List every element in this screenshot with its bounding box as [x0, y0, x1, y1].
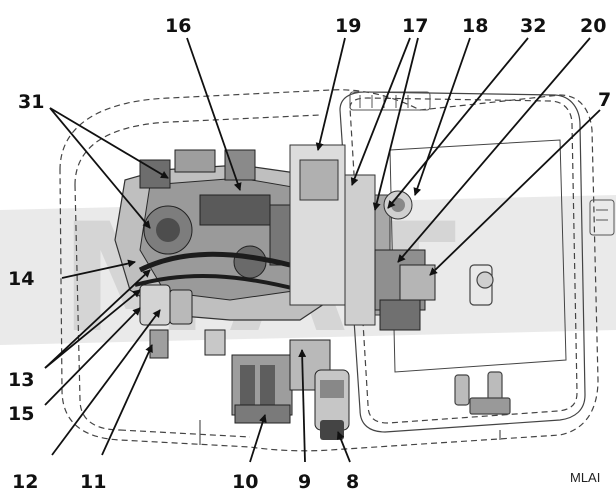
leader-14: [61, 259, 136, 279]
cooler-block: [289, 144, 413, 326]
leader-32: [387, 37, 529, 209]
reference-code: MLAI: [570, 470, 600, 485]
roof-vent: [349, 91, 431, 111]
callout-13: 13: [8, 369, 34, 391]
door-panel: [339, 91, 586, 433]
engine-assembly: [114, 149, 346, 321]
leader-17a: [350, 37, 411, 186]
callout-labels: 16 19 17 18 32 20 31 7 14 13 15 12 11 10…: [8, 15, 611, 493]
callout-17: 17: [402, 15, 428, 37]
leader-7: [429, 109, 601, 276]
leader-20: [397, 37, 591, 263]
callout-10: 10: [232, 471, 258, 493]
callout-15: 15: [8, 403, 34, 425]
leader-31a: [49, 107, 169, 179]
callout-18: 18: [462, 15, 488, 37]
leader-12: [51, 309, 161, 456]
leader-8: [336, 431, 351, 463]
callout-7: 7: [598, 89, 611, 111]
side-bracket: [589, 199, 615, 236]
leader-13a: [44, 269, 151, 369]
pump-assembly: [231, 339, 350, 440]
leader-11: [101, 344, 153, 456]
callout-31: 31: [18, 91, 44, 113]
leader-16: [186, 37, 242, 191]
callout-14: 14: [8, 268, 34, 290]
callout-16: 16: [165, 15, 191, 37]
filter-components: [139, 284, 226, 359]
callout-11: 11: [80, 471, 106, 493]
leader-17b: [372, 37, 419, 211]
leader-13b: [44, 289, 141, 369]
callout-12: 12: [12, 471, 38, 493]
leader-18: [413, 37, 471, 196]
leader-19: [315, 37, 346, 151]
callout-20: 20: [580, 15, 606, 37]
callout-32: 32: [520, 15, 546, 37]
leader-9: [298, 349, 307, 463]
callout-19: 19: [335, 15, 361, 37]
callout-9: 9: [298, 471, 311, 493]
callout-8: 8: [346, 471, 359, 493]
leader-10: [249, 414, 267, 463]
leader-lines: [44, 37, 601, 463]
leader-15: [44, 307, 141, 406]
leader-31b: [49, 107, 151, 229]
